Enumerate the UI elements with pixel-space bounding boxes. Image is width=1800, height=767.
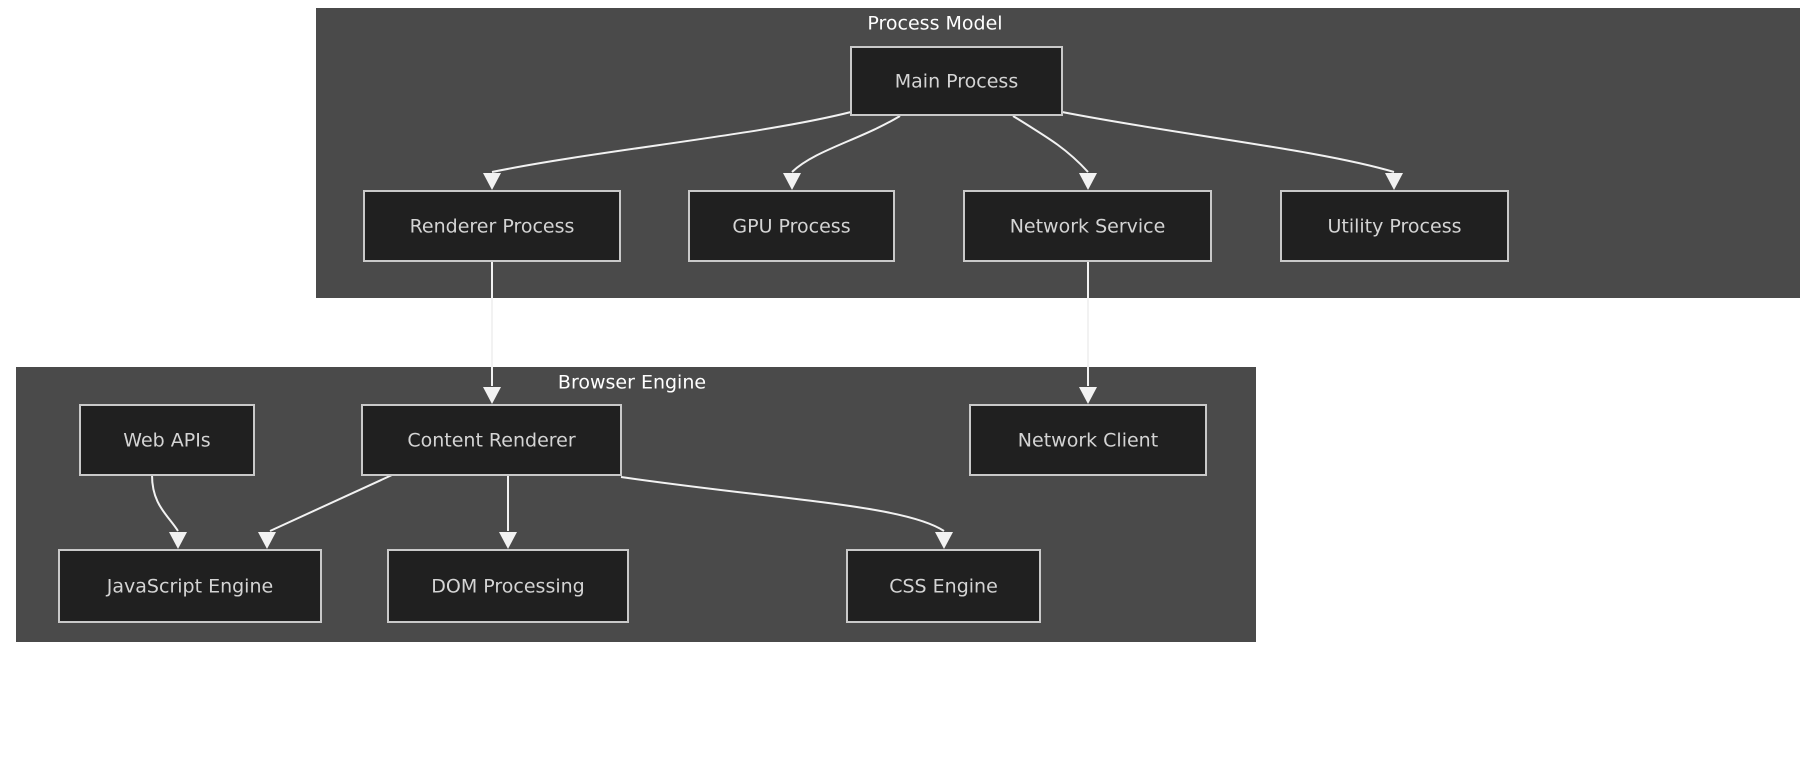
node-css-engine[interactable]: CSS Engine [846,549,1041,623]
edge-renderer-to-content [483,261,501,404]
edge-content-to-js [258,474,393,549]
edge-line [491,111,852,173]
edge-webapis-to-js [151,474,187,549]
node-box[interactable] [363,190,621,262]
arrowhead-icon [1079,387,1097,404]
node-box[interactable] [969,404,1207,476]
edge-line [269,474,393,532]
node-box[interactable] [1280,190,1509,262]
arrowhead-icon [499,532,517,549]
node-box[interactable] [79,404,255,476]
node-label: GPU Process [732,216,850,238]
edge-main-to-gpu [783,115,901,190]
arrowhead-icon [169,532,187,549]
node-javascript-engine[interactable]: JavaScript Engine [58,549,322,623]
edge-line [1012,115,1089,173]
node-main-process[interactable]: Main Process [850,46,1063,116]
edge-main-to-utility [1061,111,1403,190]
node-box[interactable] [850,46,1063,116]
edge-network-service-to-client [1079,261,1097,404]
node-label: Network Client [1018,430,1158,452]
node-label: Web APIs [123,430,210,452]
edge-line [791,115,901,173]
node-network-client[interactable]: Network Client [969,404,1207,476]
node-dom-processing[interactable]: DOM Processing [387,549,629,623]
arrowhead-icon [258,532,276,549]
node-box[interactable] [58,549,322,623]
edge-line [1061,111,1395,173]
arrowhead-icon [1079,173,1097,190]
node-box[interactable] [963,190,1212,262]
node-box[interactable] [688,190,895,262]
node-box[interactable] [846,549,1041,623]
subgraph-title: Process Model [867,13,1002,35]
edge-content-to-dom [499,475,517,549]
node-label: DOM Processing [431,576,584,598]
node-content-renderer[interactable]: Content Renderer [361,404,622,476]
edge-content-to-css [620,476,953,549]
arrowhead-icon [935,532,953,549]
edge-line [151,474,179,532]
node-utility-process[interactable]: Utility Process [1280,190,1509,262]
arrowhead-icon [1385,173,1403,190]
node-label: CSS Engine [889,576,998,598]
edge-line [620,476,945,532]
node-web-apis[interactable]: Web APIs [79,404,255,476]
arrowhead-icon [483,173,501,190]
node-label: Network Service [1010,216,1166,238]
node-label: Content Renderer [407,430,576,452]
node-gpu-process[interactable]: GPU Process [688,190,895,262]
node-renderer-process[interactable]: Renderer Process [363,190,621,262]
node-label: Main Process [895,71,1018,93]
edge-main-to-renderer [483,111,852,190]
node-label: JavaScript Engine [106,576,273,598]
node-box[interactable] [361,404,622,476]
node-label: Utility Process [1327,216,1461,238]
node-label: Renderer Process [410,216,575,238]
node-network-service[interactable]: Network Service [963,190,1212,262]
subgraph-title: Browser Engine [558,372,706,394]
edge-main-to-network-service [1012,115,1097,190]
arrowhead-icon [783,173,801,190]
arrowhead-icon [483,387,501,404]
node-box[interactable] [387,549,629,623]
